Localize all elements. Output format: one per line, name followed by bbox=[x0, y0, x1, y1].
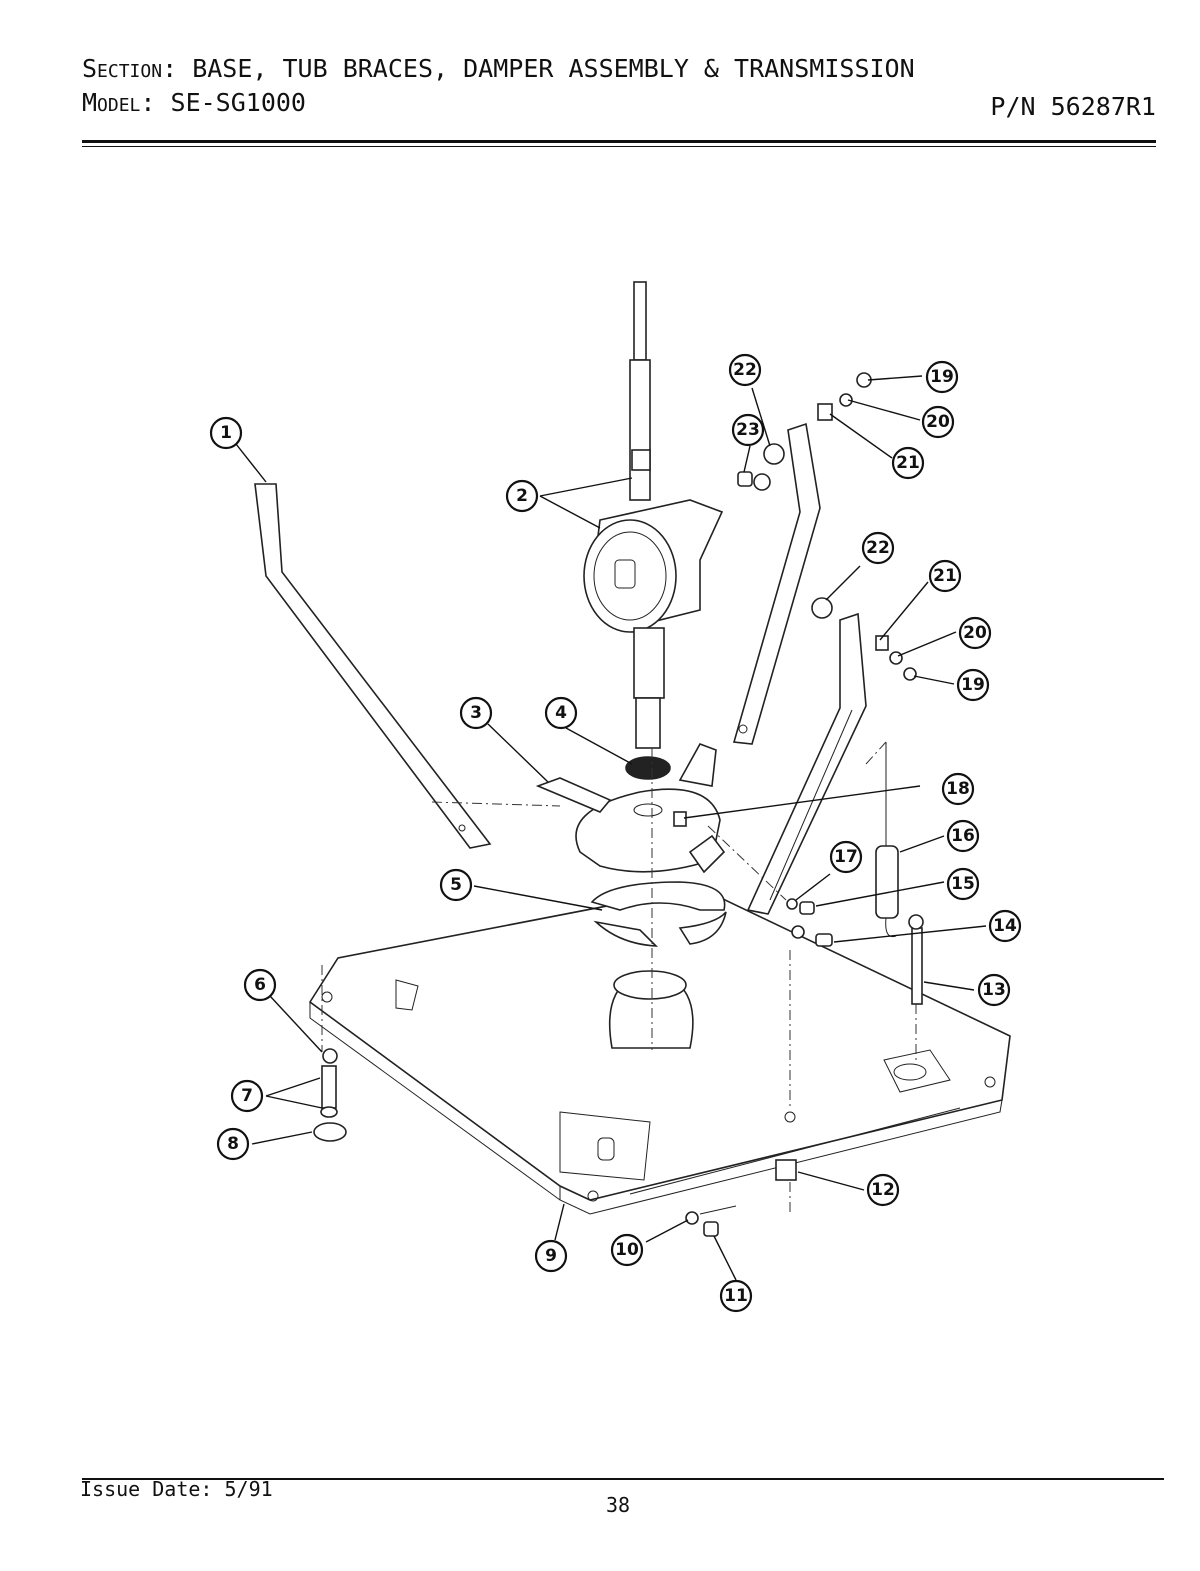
callout-1-label: 1 bbox=[220, 423, 232, 443]
callout-8-label: 8 bbox=[227, 1134, 239, 1154]
transmission bbox=[583, 281, 724, 749]
footer-rule bbox=[82, 1478, 1164, 1480]
callout-11: 11 bbox=[719, 1279, 753, 1313]
callout-11-label: 11 bbox=[724, 1286, 748, 1306]
section-line: Section: BASE, TUB BRACES, DAMPER ASSEMB… bbox=[82, 54, 915, 83]
callout-9: 9 bbox=[534, 1239, 568, 1273]
callout-23-label: 23 bbox=[736, 420, 760, 440]
part-number: P/N 56287R1 bbox=[990, 92, 1156, 121]
callout-3-label: 3 bbox=[470, 703, 482, 723]
section-label: Section: bbox=[82, 54, 178, 83]
callout-6: 6 bbox=[243, 968, 277, 1002]
callout-15: 15 bbox=[946, 867, 980, 901]
callout-5: 5 bbox=[439, 868, 473, 902]
section-value: BASE, TUB BRACES, DAMPER ASSEMBLY & TRAN… bbox=[192, 54, 915, 83]
model-line: Model: SE-SG1000 bbox=[82, 88, 306, 117]
callout-21-upper: 21 bbox=[891, 446, 925, 480]
callout-14: 14 bbox=[988, 909, 1022, 943]
callout-2: 2 bbox=[505, 479, 539, 513]
base-plate bbox=[308, 887, 1011, 1215]
callout-22-upper: 22 bbox=[728, 353, 762, 387]
callout-10-label: 10 bbox=[615, 1240, 639, 1260]
callout-21-lower-label: 21 bbox=[933, 566, 957, 586]
callout-17-label: 17 bbox=[834, 847, 858, 867]
callout-19-lower: 19 bbox=[956, 668, 990, 702]
tub-brace-right-rear bbox=[732, 422, 821, 745]
callout-22-lower-label: 22 bbox=[866, 538, 890, 558]
callout-4: 4 bbox=[544, 696, 578, 730]
header-rule-thin bbox=[82, 146, 1156, 147]
callout-12-label: 12 bbox=[871, 1180, 895, 1200]
assembly-lines bbox=[321, 741, 917, 1212]
header-rule bbox=[82, 140, 1156, 143]
callout-15-label: 15 bbox=[951, 874, 975, 894]
callout-4-label: 4 bbox=[555, 703, 567, 723]
callout-19-upper-label: 19 bbox=[930, 367, 954, 387]
callout-2-label: 2 bbox=[516, 486, 528, 506]
callout-20-lower: 20 bbox=[958, 616, 992, 650]
tub-brace-left bbox=[254, 483, 492, 849]
page-number: 38 bbox=[606, 1493, 631, 1517]
callout-6-label: 6 bbox=[254, 975, 266, 995]
callout-22-lower: 22 bbox=[861, 531, 895, 565]
callout-10: 10 bbox=[610, 1233, 644, 1267]
callout-23: 23 bbox=[731, 413, 765, 447]
callout-20-upper: 20 bbox=[921, 405, 955, 439]
callout-19-upper: 19 bbox=[925, 360, 959, 394]
damper-assembly bbox=[535, 743, 726, 874]
tub-brace-right-front bbox=[746, 612, 867, 915]
issue-date: Issue Date: 5/91 bbox=[80, 1477, 273, 1501]
callout-14-label: 14 bbox=[993, 916, 1017, 936]
callout-3: 3 bbox=[459, 696, 493, 730]
callout-16: 16 bbox=[946, 819, 980, 853]
callout-18: 18 bbox=[941, 772, 975, 806]
callout-20-lower-label: 20 bbox=[963, 623, 987, 643]
callout-8: 8 bbox=[216, 1127, 250, 1161]
model-label: Model: bbox=[82, 88, 156, 117]
callout-20-upper-label: 20 bbox=[926, 412, 950, 432]
callout-22-upper-label: 22 bbox=[733, 360, 757, 380]
callout-21-upper-label: 21 bbox=[896, 453, 920, 473]
callout-13: 13 bbox=[977, 973, 1011, 1007]
callout-13-label: 13 bbox=[982, 980, 1006, 1000]
model-value: SE-SG1000 bbox=[170, 88, 306, 117]
callout-7-label: 7 bbox=[241, 1086, 253, 1106]
damper-pad bbox=[590, 881, 727, 947]
callout-19-lower-label: 19 bbox=[961, 675, 985, 695]
callout-7: 7 bbox=[230, 1079, 264, 1113]
callout-12: 12 bbox=[866, 1173, 900, 1207]
leader-lines bbox=[235, 375, 987, 1281]
callout-5-label: 5 bbox=[450, 875, 462, 895]
callout-1: 1 bbox=[209, 416, 243, 450]
callout-21-lower: 21 bbox=[928, 559, 962, 593]
callout-17: 17 bbox=[829, 840, 863, 874]
callout-9-label: 9 bbox=[545, 1246, 557, 1266]
callout-16-label: 16 bbox=[951, 826, 975, 846]
callout-18-label: 18 bbox=[946, 779, 970, 799]
